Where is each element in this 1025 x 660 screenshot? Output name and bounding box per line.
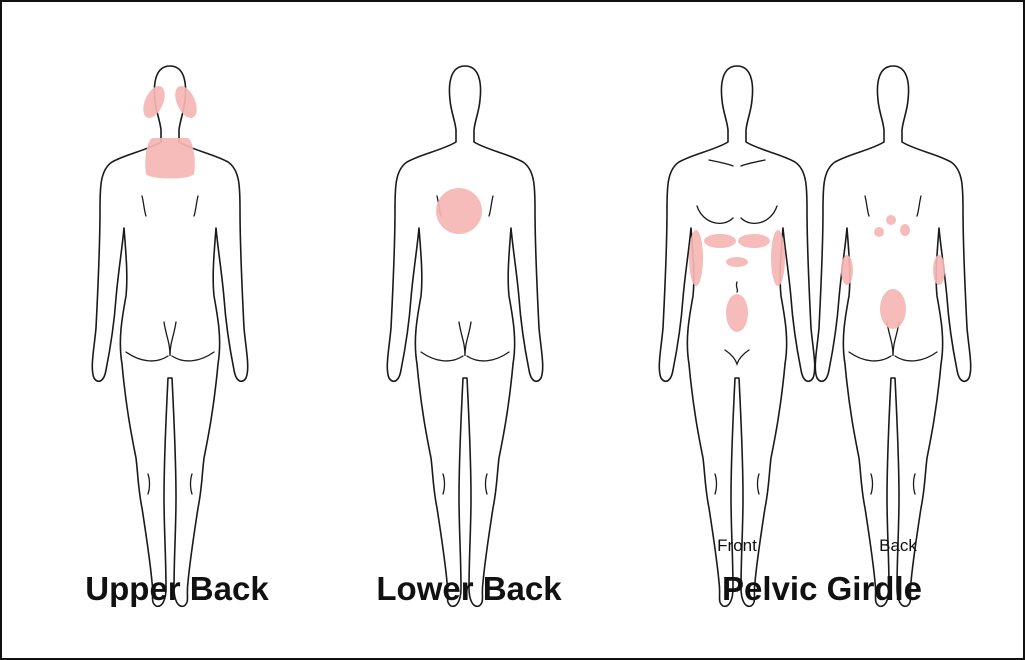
lower-back-figure xyxy=(387,66,542,606)
upper-back-caption: Upper Back xyxy=(85,570,268,608)
buttock-thigh-highlight xyxy=(880,289,906,329)
lumbar-highlight xyxy=(436,188,482,234)
inner-thigh-highlight xyxy=(726,294,748,332)
upper-back-figure xyxy=(92,66,247,606)
pelvic-back-figure xyxy=(815,66,970,606)
pelvic-front-figure xyxy=(659,66,814,606)
left-trapezius-highlight xyxy=(139,83,169,121)
back-view-label: Back xyxy=(879,536,917,556)
pelvic-girdle-caption: Pelvic Girdle xyxy=(722,570,922,608)
mid-back-highlight xyxy=(145,138,195,179)
right-hip-highlight xyxy=(771,230,785,286)
front-view-label: Front xyxy=(717,536,757,556)
right-hip-highlight xyxy=(933,255,945,285)
lower-back-caption: Lower Back xyxy=(376,570,561,608)
sacral-top-highlight xyxy=(886,215,896,225)
left-hip-highlight xyxy=(689,230,703,286)
body-back-outline xyxy=(815,66,970,606)
body-front-outline xyxy=(659,66,814,606)
sacral-left-highlight xyxy=(874,227,884,237)
left-hip-highlight xyxy=(841,255,853,285)
sacral-right-highlight xyxy=(900,224,910,236)
left-groin-highlight xyxy=(704,234,736,248)
right-groin-highlight xyxy=(738,234,770,248)
body-back-outline xyxy=(387,66,542,606)
right-trapezius-highlight xyxy=(171,83,201,121)
pubic-highlight xyxy=(726,257,748,267)
